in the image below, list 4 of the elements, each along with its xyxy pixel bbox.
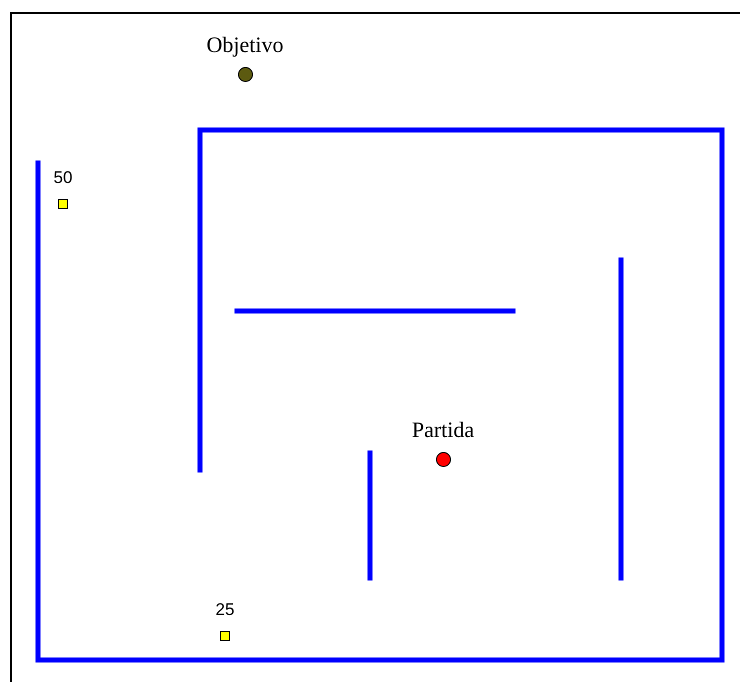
point-label: 50 [54, 168, 72, 188]
point-label: Objetivo [206, 32, 284, 58]
point-label: Partida [412, 417, 474, 443]
point-label: 25 [216, 600, 234, 620]
